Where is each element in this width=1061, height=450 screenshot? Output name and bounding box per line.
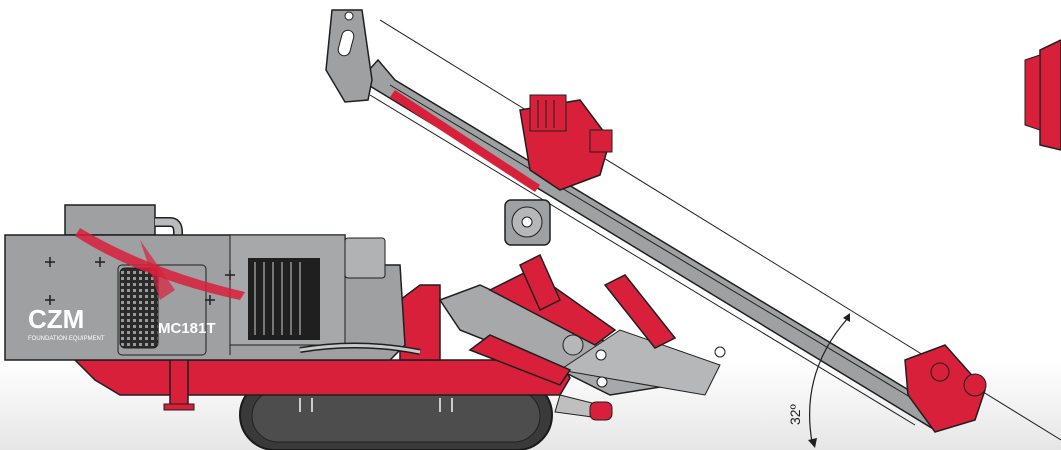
- undercarriage: [73, 284, 613, 421]
- angle-dimension: [808, 313, 850, 448]
- drill-mast: [325, 9, 987, 433]
- brand-tagline: FOUNDATION EQUIPMENT: [28, 336, 105, 342]
- brand-logo: CZM: [28, 304, 84, 334]
- clamp-detail: [1024, 39, 1061, 151]
- angle-label: 32º: [787, 404, 803, 425]
- lower-clamp: [904, 344, 987, 433]
- crawler-track: [239, 379, 553, 450]
- model-label: MC181T: [158, 320, 216, 337]
- rotary-head: [519, 94, 613, 191]
- hydraulic-cylinders: [468, 253, 677, 386]
- engine-housing: [4, 204, 421, 361]
